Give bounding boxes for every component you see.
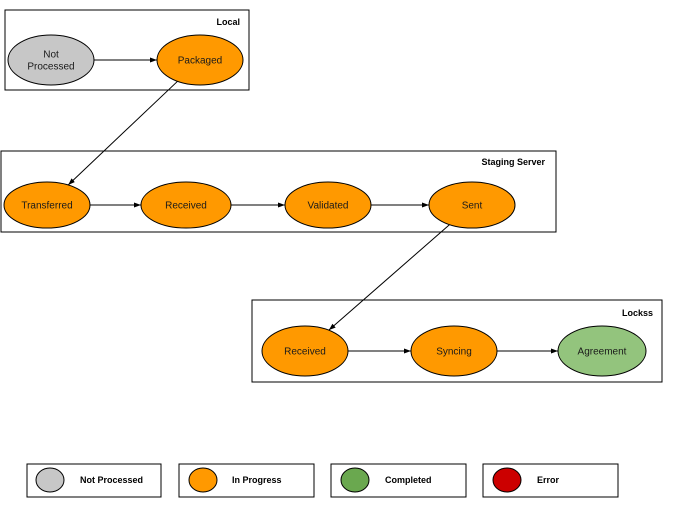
node-shape-received-staging bbox=[140, 181, 232, 229]
node-shape-packaged bbox=[156, 34, 244, 86]
node-sent: Sent bbox=[428, 181, 516, 229]
node-label-not-processed: Not bbox=[43, 50, 59, 61]
node-label-validated: Validated bbox=[308, 201, 349, 212]
group-box-local bbox=[4, 9, 250, 91]
node-label-received-staging: Received bbox=[165, 201, 207, 212]
node-syncing: Syncing bbox=[410, 325, 498, 377]
legend-box-error bbox=[482, 463, 619, 498]
legend-swatch-error bbox=[492, 467, 522, 493]
group-title-local: Local bbox=[216, 17, 240, 27]
legend-label-not-processed: Not Processed bbox=[80, 475, 143, 485]
node-label-syncing: Syncing bbox=[436, 347, 472, 358]
node-label-received-lockss: Received bbox=[284, 347, 326, 358]
node-label-not-processed: Processed bbox=[27, 62, 74, 73]
node-received-staging: Received bbox=[140, 181, 232, 229]
node-shape-sent bbox=[428, 181, 516, 229]
group-title-staging-server: Staging Server bbox=[481, 157, 545, 167]
node-shape-not-processed bbox=[7, 34, 95, 86]
legend-box-completed bbox=[330, 463, 467, 498]
node-transferred: Transferred bbox=[3, 181, 91, 229]
node-shape-received-lockss bbox=[261, 325, 349, 377]
legend-box-not-processed bbox=[26, 463, 162, 498]
node-label-agreement: Agreement bbox=[578, 347, 627, 358]
group-title-lockss: Lockss bbox=[622, 308, 653, 318]
edge-sent-to-received-lockss bbox=[328, 224, 450, 331]
node-packaged: Packaged bbox=[156, 34, 244, 86]
group-box-lockss bbox=[251, 299, 663, 383]
group-box-staging-server bbox=[0, 150, 557, 233]
legend-label-in-progress: In Progress bbox=[232, 475, 282, 485]
node-shape-transferred bbox=[3, 181, 91, 229]
edge-packaged-to-transferred bbox=[67, 80, 178, 186]
legend-box-in-progress bbox=[178, 463, 315, 498]
node-label-packaged: Packaged bbox=[178, 56, 222, 67]
node-received-lockss: Received bbox=[261, 325, 349, 377]
legend-swatch-completed bbox=[340, 467, 370, 493]
node-label-sent: Sent bbox=[462, 201, 483, 212]
node-shape-validated bbox=[284, 181, 372, 229]
legend-label-error: Error bbox=[537, 475, 560, 485]
node-shape-syncing bbox=[410, 325, 498, 377]
node-agreement: Agreement bbox=[557, 325, 647, 377]
node-label-transferred: Transferred bbox=[21, 201, 72, 212]
node-shape-agreement bbox=[557, 325, 647, 377]
legend-swatch-in-progress bbox=[188, 467, 218, 493]
legend-label-completed: Completed bbox=[385, 475, 432, 485]
legend-swatch-not-processed bbox=[35, 467, 65, 493]
node-validated: Validated bbox=[284, 181, 372, 229]
